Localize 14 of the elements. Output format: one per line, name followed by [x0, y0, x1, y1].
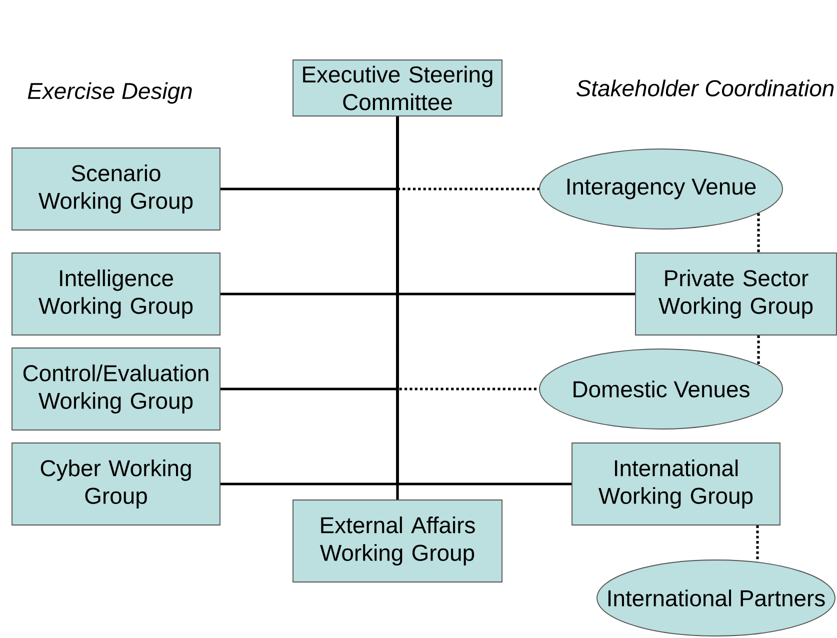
- dotted-line: [757, 213, 760, 253]
- dotted-line: [757, 335, 760, 365]
- group-box: Control/Evaluation Working Group: [12, 348, 220, 430]
- group-box: Scenario Working Group: [12, 148, 220, 230]
- dotted-line: [756, 525, 759, 562]
- group-box: International Working Group: [572, 442, 780, 526]
- group-box: External Affairs Working Group: [292, 500, 502, 582]
- group-box: Intelligence Working Group: [12, 252, 220, 336]
- section-heading: Exercise Design: [28, 82, 192, 104]
- connector-line: [396, 116, 572, 486]
- section-heading: Stakeholder Coordination: [576, 80, 834, 96]
- group-box: Cyber Working Group: [12, 442, 220, 526]
- group-box: Private Sector Working Group: [635, 252, 837, 336]
- group-box: Executive Steering Committee: [292, 60, 502, 116]
